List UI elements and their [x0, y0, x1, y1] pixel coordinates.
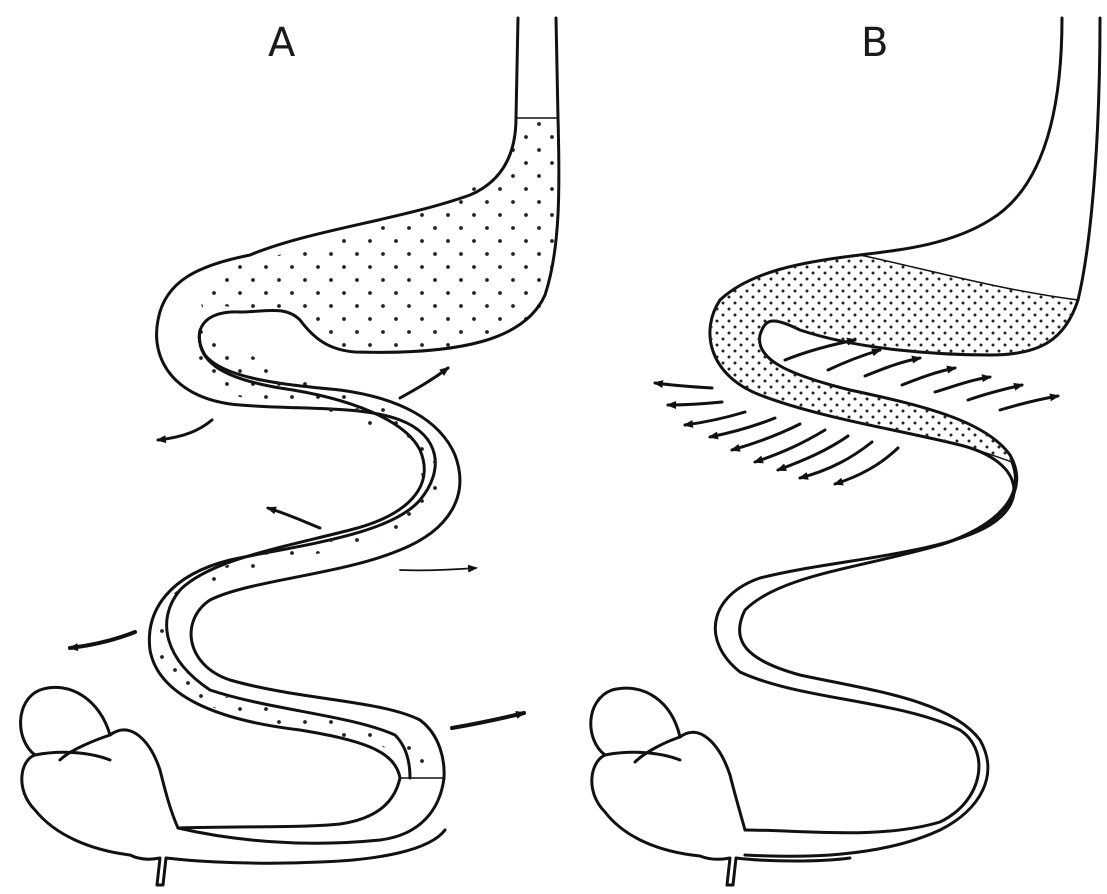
panel-b-duodenum — [730, 775, 745, 830]
panel-b-contents — [710, 255, 1078, 465]
panel-a-stomach-outline — [516, 18, 558, 118]
panel-a-duodenum — [160, 770, 444, 843]
panel-b-diagram — [591, 18, 1100, 885]
panel-a-diagram — [21, 18, 559, 885]
